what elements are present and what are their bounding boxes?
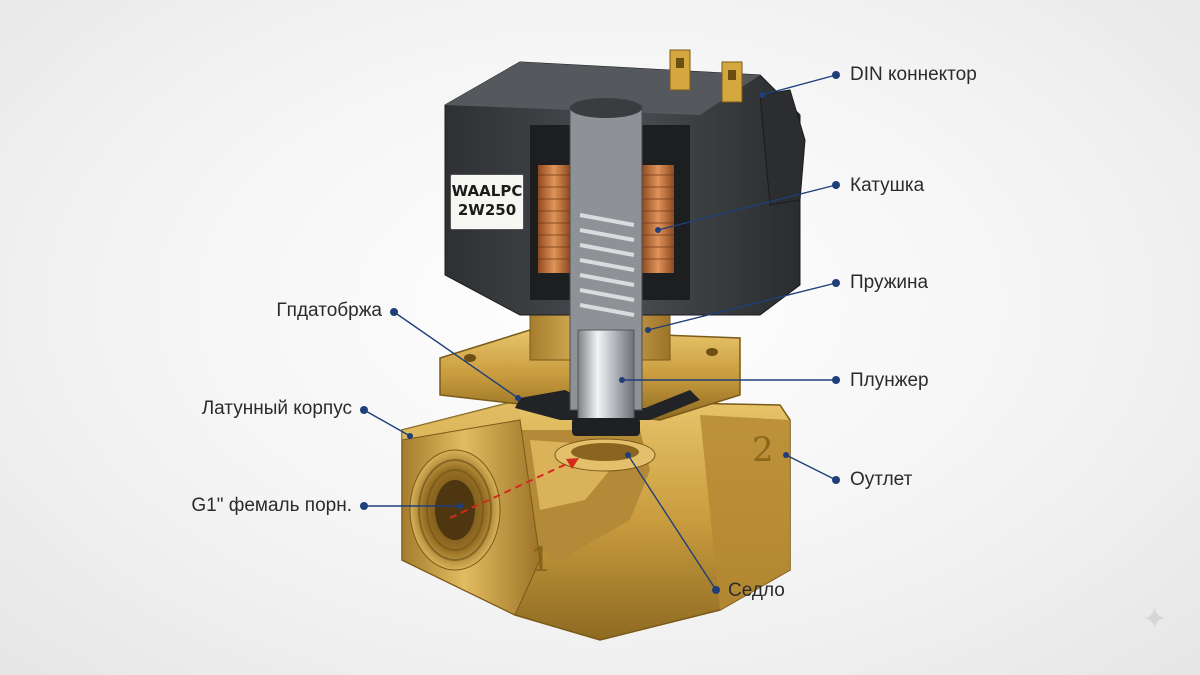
label-din-connector: DIN коннектор [850, 64, 977, 85]
din-terminals [669, 49, 743, 103]
label-plunger: Плунжер [850, 370, 929, 391]
inlet-port-number: 1 [530, 540, 552, 580]
leader-dots [360, 71, 840, 594]
outlet-port-number: 2 [752, 430, 774, 470]
nameplate: WAALPC 2W250 [450, 174, 524, 230]
label-brass-body: Латунный корпус [201, 398, 352, 419]
label-coil: Катушка [850, 175, 925, 196]
plunger [572, 329, 640, 436]
sparkle-icon: ✦ [1142, 603, 1168, 636]
inlet-port [401, 419, 541, 616]
valve-seat [554, 438, 656, 472]
flow-arrow [449, 458, 579, 519]
coil-windings [538, 165, 674, 273]
leader-gasket [393, 311, 519, 399]
gasket [515, 390, 700, 420]
label-female-port: G1" фемаль порн. [191, 495, 352, 516]
spring [579, 213, 635, 317]
leader-outlet [785, 454, 837, 481]
label-spring: Пружина [850, 272, 929, 293]
leader-seat [627, 454, 717, 591]
label-gasket: Гпдатобржа [276, 300, 382, 321]
nameplate-line2: 2W250 [457, 201, 517, 219]
label-outlet: Оутлет [850, 469, 913, 490]
leader-body [363, 409, 411, 437]
leader-din [761, 74, 837, 96]
leader-spring [647, 282, 837, 331]
label-seat: Седло [728, 580, 785, 601]
nameplate-line1: WAALPC [451, 182, 523, 200]
leader-lines [363, 74, 837, 591]
leader-coil [657, 184, 837, 231]
